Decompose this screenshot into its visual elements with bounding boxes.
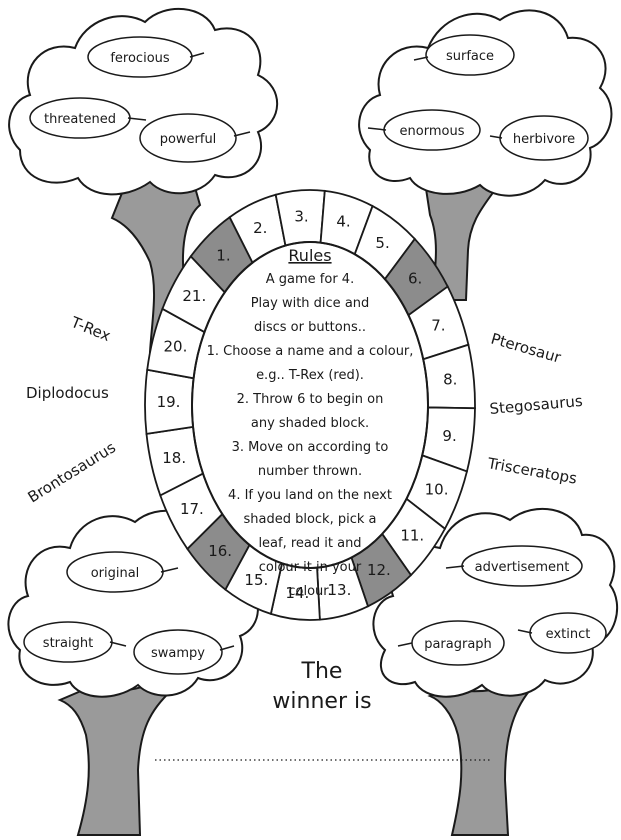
track-cell-number: 7. bbox=[431, 317, 445, 335]
leaf-straight[interactable]: straight bbox=[23, 621, 127, 663]
leaf-word: advertisement bbox=[475, 560, 570, 575]
dino-name[interactable]: Trisceratops bbox=[485, 454, 578, 488]
leaf-word: original bbox=[91, 566, 140, 581]
dino-name[interactable]: Diplodocus bbox=[26, 384, 109, 402]
rules-title: Rules bbox=[288, 246, 331, 265]
rules-line: A game for 4. bbox=[266, 272, 354, 287]
track-cell-number: 3. bbox=[294, 207, 308, 225]
leaf-extinct[interactable]: extinct bbox=[517, 612, 607, 654]
track-cell-number: 17. bbox=[180, 500, 204, 518]
rules-line: 3. Move on according to bbox=[232, 440, 389, 455]
track-cell-number: 4. bbox=[336, 212, 350, 230]
track-inner-edge bbox=[191, 241, 429, 569]
track-cell-number: 8. bbox=[443, 371, 457, 389]
track-cell-number: 10. bbox=[425, 481, 449, 499]
rules-line: leaf, read it and bbox=[258, 536, 361, 551]
leaf-threatened[interactable]: threatened bbox=[29, 97, 147, 139]
leaf-powerful[interactable]: powerful bbox=[139, 113, 251, 163]
track-cell-number: 20. bbox=[163, 338, 187, 356]
track-cell-number: 15. bbox=[244, 571, 268, 589]
leaf-word: surface bbox=[446, 49, 494, 64]
leaf-swampy[interactable]: swampy bbox=[133, 629, 235, 675]
track-cell-number: 21. bbox=[182, 287, 206, 305]
track-cell-number: 1. bbox=[216, 246, 230, 264]
dino-name[interactable]: Brontosaurus bbox=[25, 438, 119, 506]
track-cell-number: 13. bbox=[327, 581, 351, 599]
track-cell-number: 12. bbox=[367, 561, 391, 579]
track-cell-number: 5. bbox=[375, 234, 389, 252]
leaf-word: extinct bbox=[546, 627, 591, 642]
track-cell-number: 14. bbox=[285, 584, 309, 602]
dino-name[interactable]: T-Rex bbox=[68, 313, 114, 345]
leaf-surface[interactable]: surface bbox=[413, 34, 515, 76]
rules-line: discs or buttons.. bbox=[254, 320, 366, 335]
leaf-paragraph[interactable]: paragraph bbox=[397, 620, 505, 666]
dino-name[interactable]: Stegosaurus bbox=[489, 392, 584, 418]
rules-line: any shaded block. bbox=[251, 416, 369, 431]
leaf-word: swampy bbox=[151, 646, 205, 661]
track-cell-number: 18. bbox=[162, 449, 186, 467]
board-track: 1. 2. 3. 4. 5. 6. 7. 8. 9. 10. 11. 12. 13. 14. 15. 16. 1… bbox=[144, 189, 476, 621]
track-cell-number: 16. bbox=[208, 542, 232, 560]
rules-line: e.g.. T-Rex (red). bbox=[256, 368, 364, 383]
trunk-bottom-right bbox=[427, 680, 532, 836]
rules-line: number thrown. bbox=[258, 464, 362, 479]
track-cell-number: 9. bbox=[442, 427, 456, 445]
track-cell-number: 2. bbox=[253, 219, 267, 237]
rules-line: colour it in your bbox=[259, 560, 362, 575]
rules-line: colour. bbox=[288, 584, 331, 599]
rules-line: shaded block, pick a bbox=[243, 512, 376, 527]
leaf-word: enormous bbox=[400, 124, 465, 139]
leaf-word: paragraph bbox=[424, 637, 492, 652]
rules-line: Play with dice and bbox=[251, 296, 370, 311]
leaf-herbivore[interactable]: herbivore bbox=[489, 115, 589, 161]
leaf-word: herbivore bbox=[513, 132, 575, 147]
winner-line-1: The bbox=[301, 659, 343, 684]
leaf-enormous[interactable]: enormous bbox=[367, 109, 481, 151]
leaf-word: threatened bbox=[44, 112, 116, 127]
leaf-advertisement[interactable]: advertisement bbox=[445, 545, 583, 587]
rules-panel: Rules A game for 4. Play with dice and dis… bbox=[207, 246, 414, 599]
track-cell-number: 11. bbox=[400, 527, 424, 545]
rules-line: 1. Choose a name and a colour, bbox=[207, 344, 414, 359]
track-cell-number: 6. bbox=[408, 270, 422, 288]
leaf-word: straight bbox=[43, 636, 93, 651]
leaf-original[interactable]: original bbox=[66, 551, 179, 593]
trunk-bottom-left bbox=[57, 678, 174, 836]
winner-line-2: winner is bbox=[272, 689, 371, 714]
leaf-word: powerful bbox=[160, 132, 217, 147]
dino-name[interactable]: Pterosaur bbox=[489, 330, 564, 367]
rules-line: 4. If you land on the next bbox=[228, 488, 392, 503]
rules-line: 2. Throw 6 to begin on bbox=[237, 392, 384, 407]
track-cell-number: 19. bbox=[157, 393, 181, 411]
leaf-word: ferocious bbox=[110, 51, 170, 66]
leaf-ferocious[interactable]: ferocious bbox=[87, 36, 205, 78]
